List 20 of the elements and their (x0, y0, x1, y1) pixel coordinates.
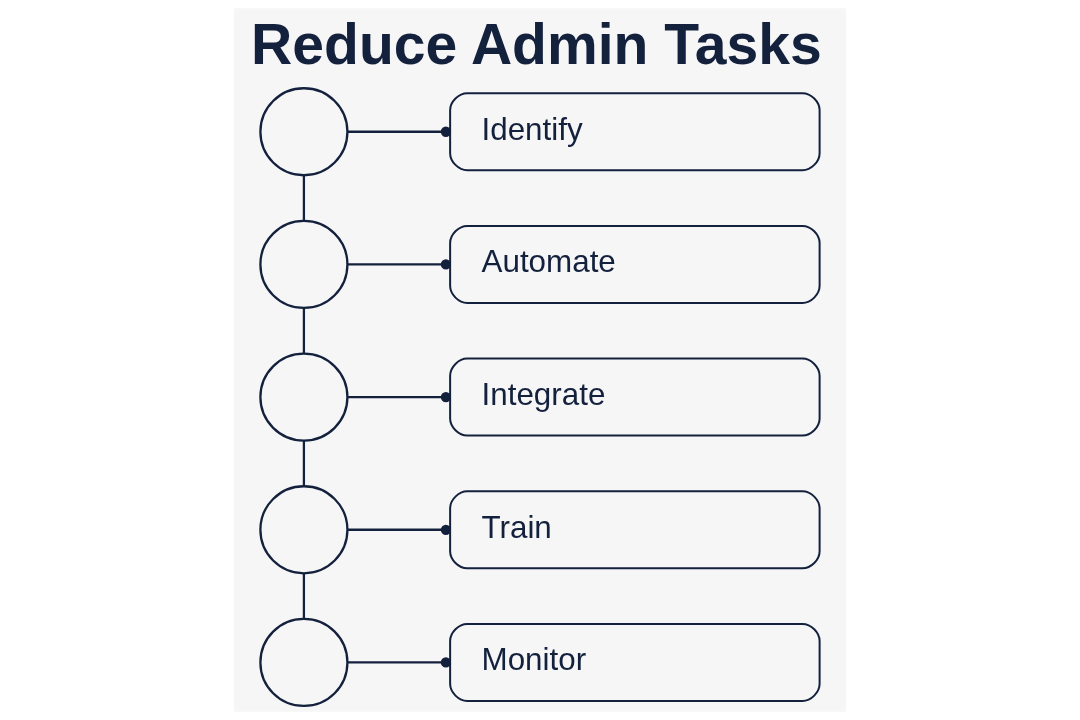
connector (347, 126, 451, 137)
connector (302, 440, 306, 486)
node-circle (259, 617, 349, 708)
node-box: Identify (449, 92, 821, 172)
node-box: Train (449, 490, 821, 570)
connector (347, 391, 451, 403)
node-circle (259, 219, 349, 310)
node-box: Monitor (449, 622, 821, 702)
diagram-title: Reduce Admin Tasks (251, 11, 822, 76)
connector (347, 657, 451, 668)
node-circle (259, 352, 349, 442)
connector (302, 573, 306, 619)
node-box: Automate (449, 224, 821, 304)
connector (302, 175, 306, 221)
connector (347, 524, 451, 535)
node-circle (259, 485, 349, 575)
connector (347, 259, 451, 270)
node-circle (259, 87, 349, 177)
connector (302, 308, 306, 354)
node-box: Integrate (449, 357, 821, 437)
